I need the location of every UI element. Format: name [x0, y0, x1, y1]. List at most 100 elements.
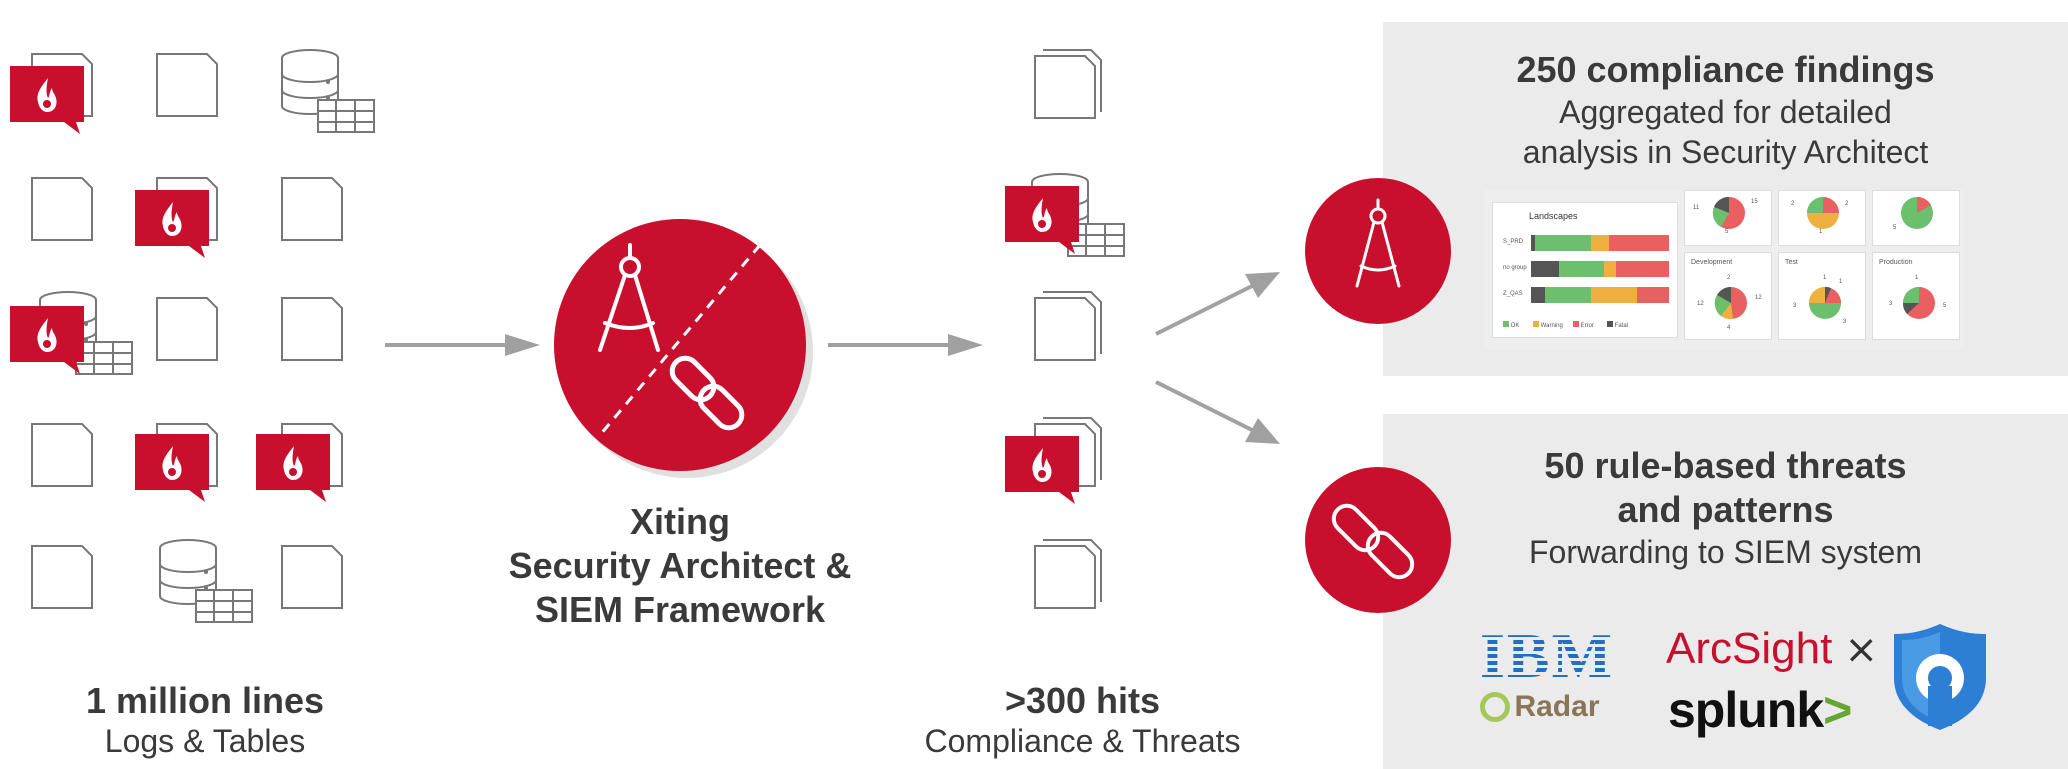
pie-production-label-3: 5	[1943, 303, 1947, 309]
pie-production	[1902, 287, 1935, 319]
flame-icon-hit-2	[1005, 436, 1079, 504]
compass-icon	[1355, 198, 1401, 288]
tile-top-3: 5	[1872, 190, 1960, 246]
doc-icon-r5c1	[31, 539, 99, 609]
tile-top-1: 11 15 5	[1684, 190, 1772, 246]
threats-title-line1: 50 rule-based threats	[1544, 445, 1907, 486]
splunk-chevron-icon: >	[1823, 682, 1852, 738]
compliance-title: 250 compliance findings	[1516, 49, 1935, 90]
flame-icon-3	[10, 306, 84, 374]
doc-icon-hit-5	[1034, 539, 1102, 609]
pie-top-3-label: 5	[1893, 225, 1897, 231]
landscape-bars	[1531, 235, 1669, 303]
chain-link-icon	[669, 355, 745, 431]
tile-test: Test 1 1 3 3	[1778, 252, 1866, 340]
legend-fatal: Fatal	[1607, 321, 1628, 329]
pie-top-3	[1901, 196, 1933, 229]
input-subtitle: Logs & Tables	[104, 723, 306, 759]
tile-development-title: Development	[1691, 259, 1733, 266]
compass-icon	[598, 243, 660, 352]
pie-top-2-label-a: 2	[1791, 201, 1795, 207]
pie-development-label-3: 12	[1755, 295, 1762, 301]
compass-badge	[1305, 178, 1451, 324]
hits-caption: >300 hits Compliance & Threats	[900, 680, 1265, 760]
pie-test	[1809, 286, 1841, 319]
qradar-q-icon	[1480, 692, 1510, 722]
landscape-row-label-2: no group	[1503, 265, 1527, 271]
tile-test-title: Test	[1785, 259, 1798, 266]
pie-development-label-1: 2	[1727, 275, 1731, 281]
doc-icon-r1c2	[156, 47, 224, 117]
database-icon-r1c3	[281, 49, 375, 133]
pie-test-label-3: 3	[1793, 303, 1797, 309]
legend-ok: OK	[1503, 321, 1519, 329]
pie-test-label-4: 3	[1843, 319, 1847, 325]
engine-line1: Xiting	[630, 501, 730, 542]
hits-title: >300 hits	[1004, 680, 1161, 721]
engine-circle	[554, 219, 813, 478]
input-caption: 1 million lines Logs & Tables	[30, 680, 380, 760]
legend-error: Error	[1573, 321, 1594, 329]
database-icon-r5c2	[159, 539, 253, 623]
pie-production-label-1: 1	[1915, 275, 1919, 281]
doc-icon-r5c3	[281, 539, 349, 609]
hits-subtitle: Compliance & Threats	[924, 723, 1241, 759]
arcsight-mark-icon: ⨯	[1844, 628, 1879, 672]
doc-icon-r4c1	[31, 417, 99, 487]
pie-development-label-2: 12	[1697, 301, 1704, 307]
threats-title-line2: and patterns	[1617, 489, 1834, 530]
tile-top-2: 2 2 1	[1778, 190, 1866, 246]
chain-link-icon	[1331, 503, 1415, 580]
engine-caption: Xiting Security Architect & SIEM Framewo…	[480, 500, 880, 632]
hits-column	[1005, 49, 1125, 609]
legend-warning: Warning	[1533, 321, 1563, 329]
splunk-logo: splunk>	[1668, 682, 1852, 738]
input-data-grid	[10, 47, 375, 623]
landscape-row-label-1: S_PRD	[1503, 239, 1524, 245]
shield-icon	[1894, 624, 1986, 730]
pie-top-1-label-b: 15	[1751, 199, 1758, 205]
flame-icon-4	[135, 434, 209, 502]
doc-icon-r3c3	[281, 291, 349, 361]
pie-development	[1714, 286, 1747, 320]
doc-icon-hit-3	[1034, 291, 1102, 361]
threats-subtitle: Forwarding to SIEM system	[1529, 534, 1922, 570]
compliance-line2: analysis in Security Architect	[1522, 134, 1929, 170]
bar-row-2	[1531, 261, 1669, 277]
arrow-up-right-icon	[1155, 272, 1280, 336]
pie-test-label-1: 1	[1823, 275, 1827, 281]
pie-top-2-label-c: 1	[1819, 229, 1823, 235]
flame-icon-1	[10, 66, 84, 134]
pie-test-label-2: 1	[1839, 279, 1843, 285]
qradar-text: Radar	[1514, 690, 1600, 723]
dashboard-preview: Landscapes S_PRD no group Z_QAS OK Warni…	[1484, 190, 1964, 350]
compliance-caption: 250 compliance findings Aggregated for d…	[1383, 48, 2068, 172]
bar-row-1	[1531, 235, 1669, 251]
doc-icon-r3c2	[156, 291, 224, 361]
pie-top-2-label-b: 2	[1845, 201, 1849, 207]
engine-line2: Security Architect &	[508, 545, 852, 586]
tile-production-title: Production	[1879, 259, 1913, 266]
arcsight-logo: ArcSight ⨯	[1666, 624, 1879, 673]
tile-production: Production 1 3 5	[1872, 252, 1960, 340]
pie-top-1-label-a: 11	[1693, 205, 1700, 211]
landscapes-title: Landscapes	[1529, 211, 1578, 221]
flame-icon-hit-1	[1005, 186, 1079, 254]
flame-icon-5	[256, 434, 330, 502]
chain-badge	[1305, 467, 1451, 613]
pie-development-label-4: 4	[1727, 325, 1731, 331]
input-title: 1 million lines	[85, 680, 325, 721]
qradar-logo: Radar	[1480, 690, 1600, 734]
pie-production-label-2: 3	[1889, 301, 1893, 307]
arrow-right-icon-2	[828, 334, 983, 356]
doc-icon-r2c3	[281, 171, 349, 241]
landscape-row-label-3: Z_QAS	[1503, 291, 1523, 297]
arrow-right-icon-1	[385, 334, 540, 356]
flame-icon-2	[135, 190, 209, 258]
engine-line3: SIEM Framework	[534, 589, 826, 630]
pie-top-1-label-c: 5	[1725, 229, 1729, 235]
arrow-down-right-icon	[1155, 380, 1280, 444]
compliance-line1: Aggregated for detailed	[1559, 94, 1892, 130]
doc-icon-hit-1	[1034, 49, 1102, 119]
pie-top-2	[1807, 197, 1839, 229]
